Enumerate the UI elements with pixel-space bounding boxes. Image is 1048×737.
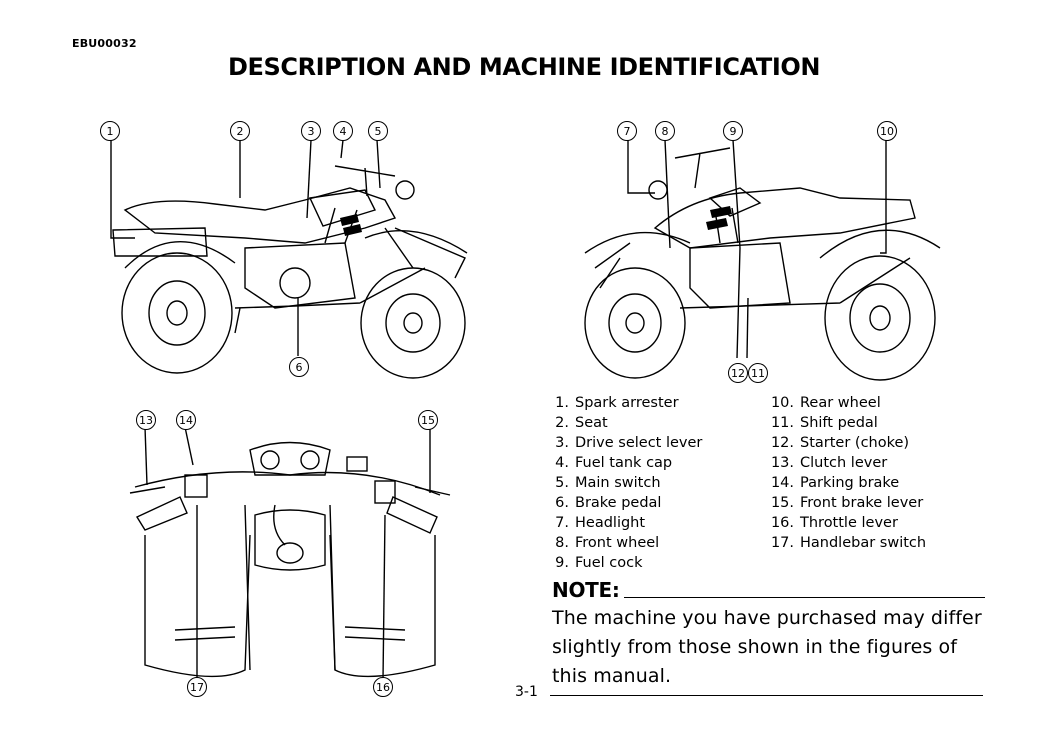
callout-14: 14	[176, 410, 196, 430]
callout-5: 5	[368, 121, 388, 141]
list-item: 16.Throttle lever	[770, 515, 898, 531]
callout-17: 17	[187, 677, 207, 697]
footer-rule	[550, 695, 983, 696]
page-number: 3-1	[515, 684, 538, 700]
note-heading: NOTE:	[552, 578, 985, 602]
atv-handlebar-figure	[129, 426, 451, 681]
callout-8: 8	[655, 121, 675, 141]
list-item: 7.Headlight	[555, 515, 646, 531]
list-item: 10.Rear wheel	[770, 395, 881, 411]
parts-list-left: 1.Spark arrester 2.Seat 3.Drive select l…	[545, 393, 702, 573]
page-title: DESCRIPTION AND MACHINE IDENTIFICATION	[227, 53, 821, 81]
callout-7: 7	[617, 121, 637, 141]
list-item: 15.Front brake lever	[770, 495, 924, 511]
list-item: 12.Starter (choke)	[770, 435, 910, 451]
list-item: 8.Front wheel	[555, 535, 660, 551]
parts-list-right: 10.Rear wheel 11.Shift pedal 12.Starter …	[770, 393, 926, 553]
callout-2: 2	[230, 121, 250, 141]
callout-12: 12	[728, 363, 748, 383]
callout-9: 9	[723, 121, 743, 141]
callout-13: 13	[136, 410, 156, 430]
list-item: 9.Fuel cock	[555, 555, 643, 571]
list-item: 13.Clutch lever	[770, 455, 888, 471]
atv-left-side-figure	[110, 139, 468, 379]
callout-11: 11	[748, 363, 768, 383]
list-item: 14.Parking brake	[770, 475, 900, 491]
callout-3: 3	[301, 121, 321, 141]
list-item: 5.Main switch	[555, 475, 661, 491]
list-item: 1.Spark arrester	[555, 395, 679, 411]
callout-1: 1	[100, 121, 120, 141]
atv-right-side-figure	[584, 139, 941, 381]
note-rule	[623, 597, 985, 598]
list-item: 4.Fuel tank cap	[555, 455, 673, 471]
note-label: NOTE:	[552, 578, 620, 602]
callout-6: 6	[289, 357, 309, 377]
callout-15: 15	[418, 410, 438, 430]
note-text: The machine you have purchased may diffe…	[552, 607, 982, 687]
list-item: 17.Handlebar switch	[770, 535, 927, 551]
list-item: 2.Seat	[555, 415, 608, 431]
document-code: EBU00032	[72, 37, 137, 50]
list-item: 11.Shift pedal	[770, 415, 878, 431]
callout-4: 4	[333, 121, 353, 141]
list-item: 6.Brake pedal	[555, 495, 662, 511]
callout-10: 10	[877, 121, 897, 141]
list-item: 3.Drive select lever	[555, 435, 703, 451]
callout-16: 16	[373, 677, 393, 697]
